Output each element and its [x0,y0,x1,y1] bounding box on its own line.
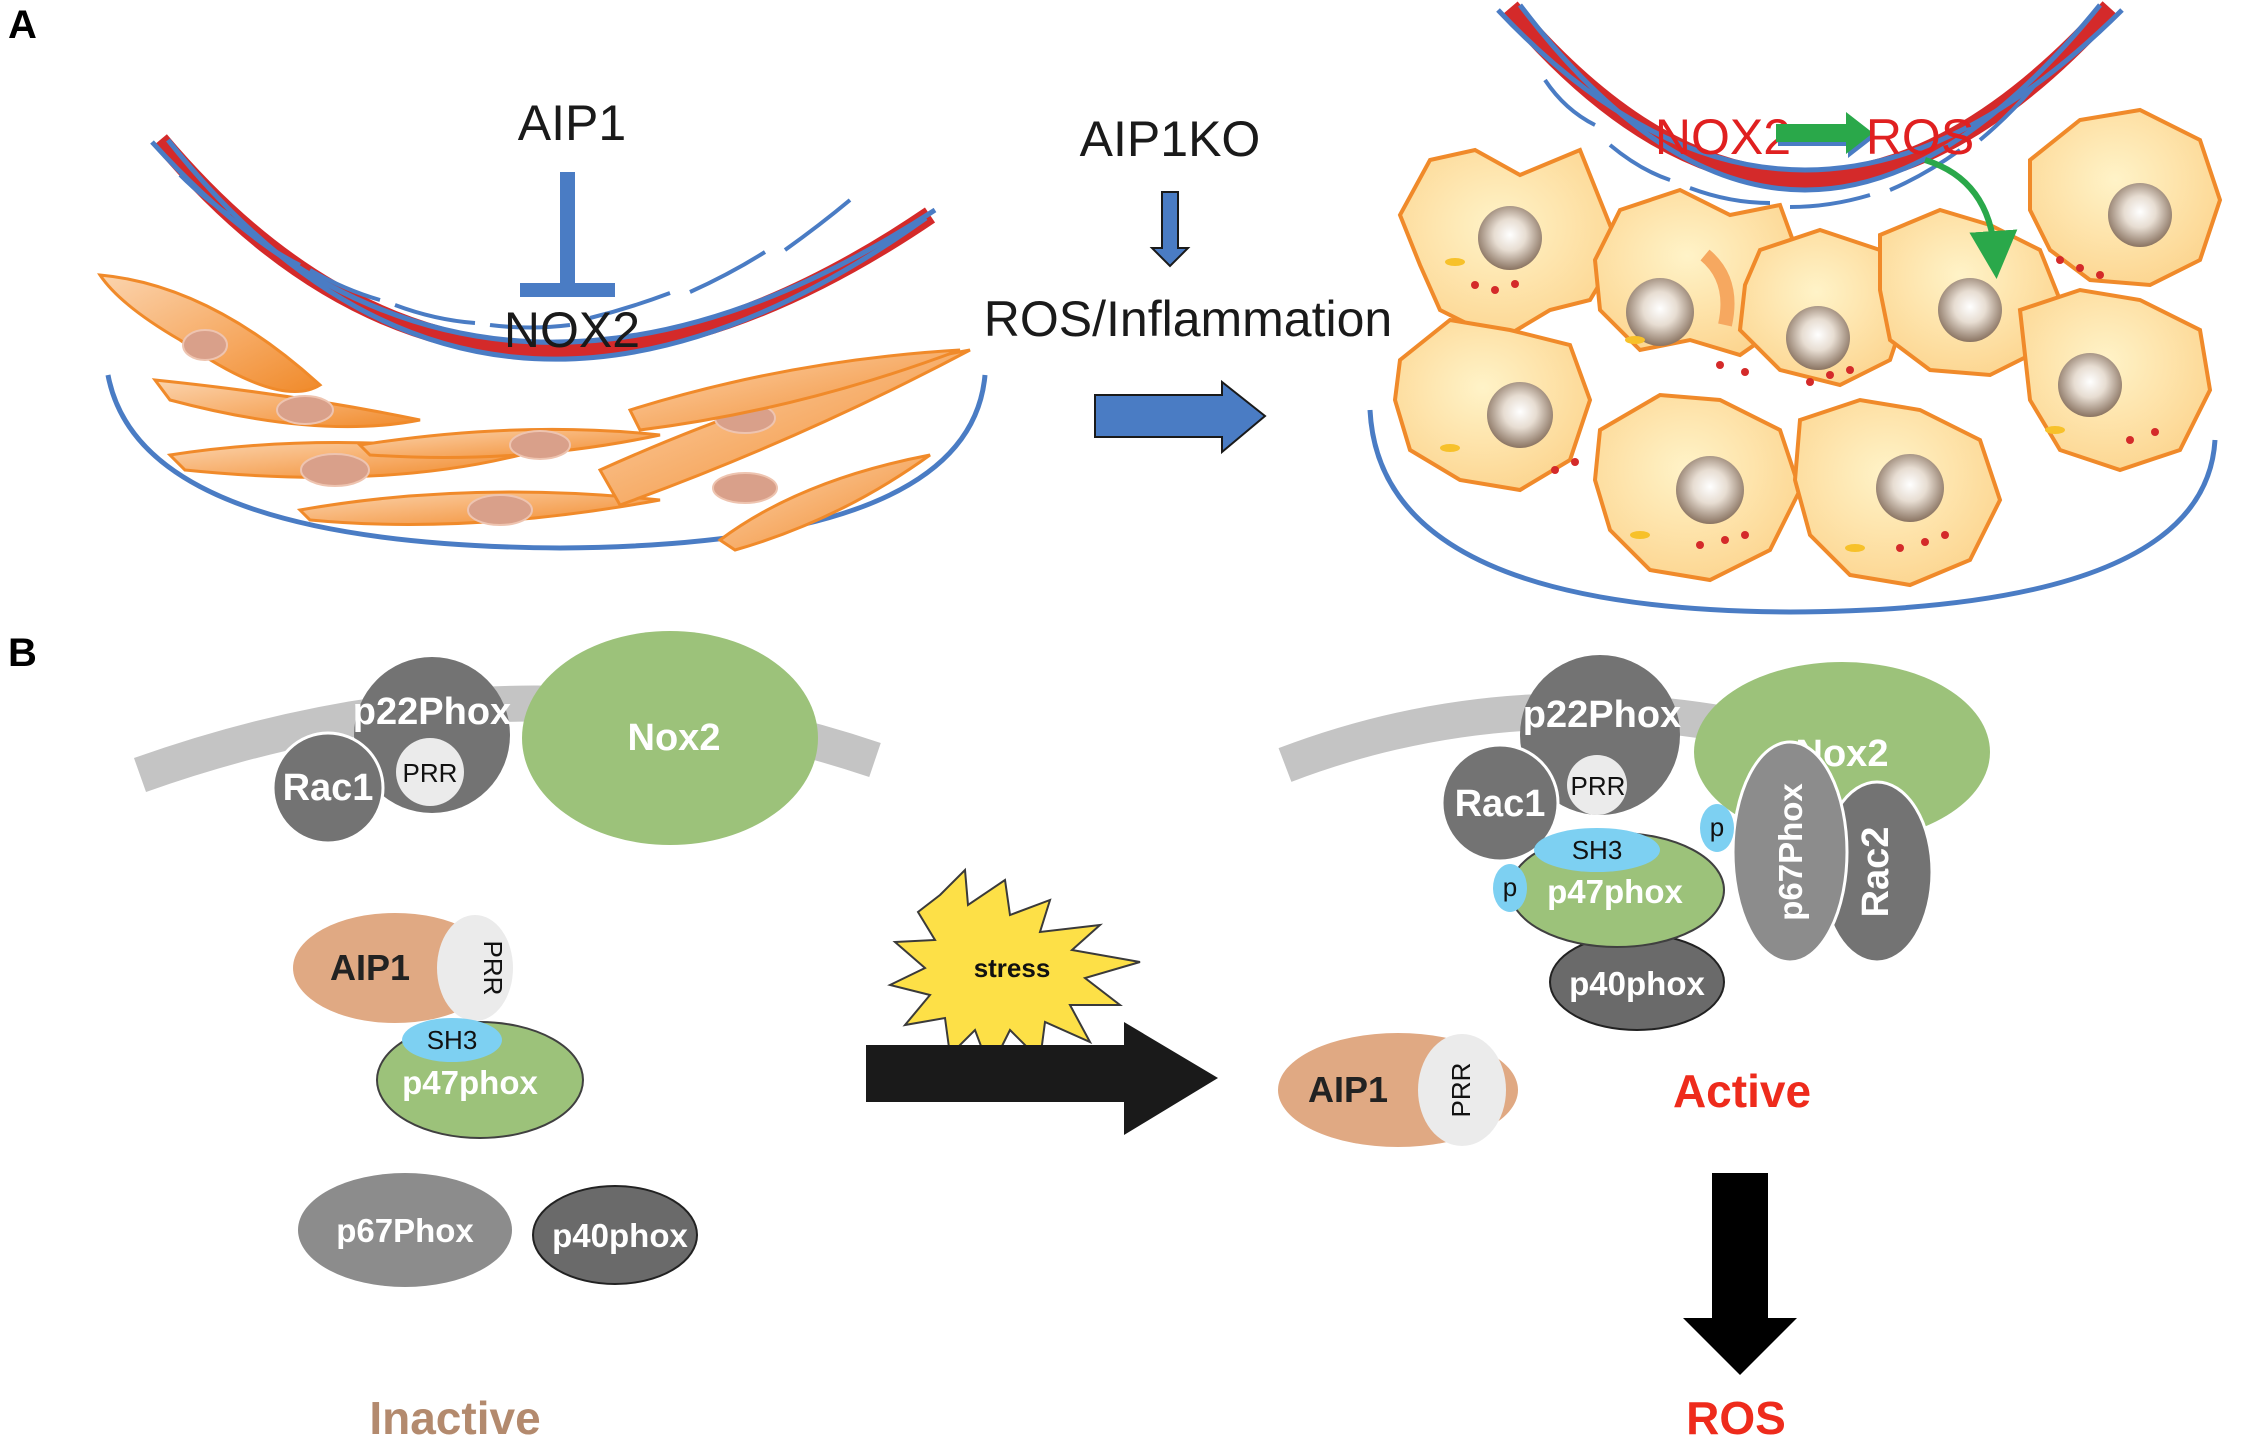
transition-arrow [1094,379,1267,455]
cell-nucleus [1938,278,2002,342]
activation-arrow [1776,112,1873,154]
endothelium-scallops [178,173,852,330]
down-arrow [1149,191,1191,268]
stress-label: stress [974,953,1051,983]
nox2-protein [522,631,818,845]
sh3-domain [402,1018,502,1062]
cell-nucleus [1626,278,1694,346]
endothelium-outer-border [1518,3,2102,193]
p40phox-label: p40phox [1569,965,1705,1002]
knockout-transition: AIP1KO ROS/Inflammation [984,111,1392,455]
aip1-prr-label: PRR [1446,1063,1476,1118]
stress-burst [887,867,1141,1073]
healthy-vessel: AIP1 NOX2 [97,95,988,552]
inactive-state-label: Inactive [369,1392,540,1444]
smooth-muscle-cell [717,453,931,552]
aip1-prr-domain [437,915,513,1021]
nox2-protein-label: Nox2 [628,717,721,759]
active-output: Active ROS [1673,1065,1811,1444]
ros-diffusion-arrow [1924,157,2018,279]
inhibition-stem [560,172,575,287]
p67phox-label: p67Phox [336,1212,474,1249]
cell-nucleus [2108,183,2172,247]
ros-label: ROS [1866,109,1974,165]
phosphate-left [1493,864,1527,912]
panel-b-label: B [8,631,37,675]
rac1-protein [1440,743,1560,863]
cell-nucleus [276,395,334,425]
cell-nucleus [712,472,778,504]
cell-nucleus [1487,382,1553,448]
rac1-label: Rac1 [283,767,374,809]
lipid-droplets [1440,258,2065,552]
p47phox-label: p47phox [402,1064,538,1101]
cell-nucleus [182,329,228,361]
sh3-domain [1534,828,1660,872]
golgi [1700,249,1735,327]
aip1-label: AIP1 [1308,1069,1388,1110]
p22phox-label: p22Phox [353,691,511,733]
phosphate-right [1700,804,1734,852]
aip1-label: AIP1 [330,947,410,988]
rac1-protein [271,731,385,845]
sh3-label: SH3 [427,1025,478,1055]
ros-output-label: ROS [1686,1392,1786,1444]
aip1ko-label: AIP1KO [1080,111,1261,167]
cell-nucleus [1478,206,1542,270]
inhibition-bar [520,283,615,297]
panel-a: A [8,1,2223,615]
panel-b: B Nox2 p22Phox Rac1 PRR AIP1 PRR SH3 p47… [8,631,1990,1444]
activation-arrow [866,1022,1218,1135]
rac1-label: Rac1 [1455,783,1546,825]
cell-nucleus [1786,306,1850,370]
healthy-vessel-wall [105,374,988,551]
nox2-active-label: NOX2 [1655,109,1791,165]
p22phox-protein [354,657,510,813]
p40phox-protein [532,1185,698,1285]
ros-inflammation-label: ROS/Inflammation [984,291,1392,347]
phosphate-right-label: p [1710,812,1724,842]
cell-nucleus [467,494,533,526]
cell-nucleus [2058,353,2122,417]
prr-label: PRR [403,758,458,788]
p22phox-protein [1520,655,1680,815]
prr-label: PRR [1571,771,1626,801]
cell-nucleus [509,430,571,460]
aip1-prr-label: PRR [478,941,508,996]
p40phox-label: p40phox [552,1217,688,1254]
aip1-label: AIP1 [518,95,626,151]
smooth-muscle-cell [627,348,961,432]
stress-transition: stress [866,867,1218,1135]
p67phox-protein [1731,740,1849,964]
prr-domain [1567,755,1627,815]
nox2-label: NOX2 [504,302,640,358]
cell-nucleus [1676,456,1744,524]
inactive-cytosolic-complex: AIP1 PRR SH3 p47phox p67Phox p40phox Ina… [293,913,698,1444]
inflamed-cells [1392,107,2223,588]
smooth-muscle-cells [97,273,971,552]
p47phox-label: p47phox [1547,873,1683,910]
sh3-label: SH3 [1572,835,1623,865]
released-aip1: AIP1 PRR [1278,1033,1518,1147]
active-membrane-complex: Nox2 Rac2 p67Phox p22Phox Rac1 PRR p40ph… [1278,655,1990,1031]
endothelium-scallops [1543,78,2037,209]
aip1-prr-domain [1418,1034,1506,1146]
p67phox-label: p67Phox [1772,783,1809,921]
cell-nucleus [300,453,370,487]
active-state-label: Active [1673,1065,1811,1117]
inactive-membrane-complex: Nox2 p22Phox Rac1 PRR [133,631,881,845]
p67phox-protein [298,1173,512,1287]
rac2-label: Rac2 [1855,827,1897,918]
ros-vesicles [1471,256,2159,552]
phosphate-left-label: p [1503,872,1517,902]
cell-nucleus [1876,454,1944,522]
inflamed-vessel: NOX2 ROS [1367,1,2223,615]
ros-production-arrow [1683,1173,1797,1375]
prr-domain [396,738,464,806]
p22phox-label: p22Phox [1523,694,1681,736]
inflamed-vessel-wall [1367,409,2218,615]
panel-a-label: A [8,3,37,47]
